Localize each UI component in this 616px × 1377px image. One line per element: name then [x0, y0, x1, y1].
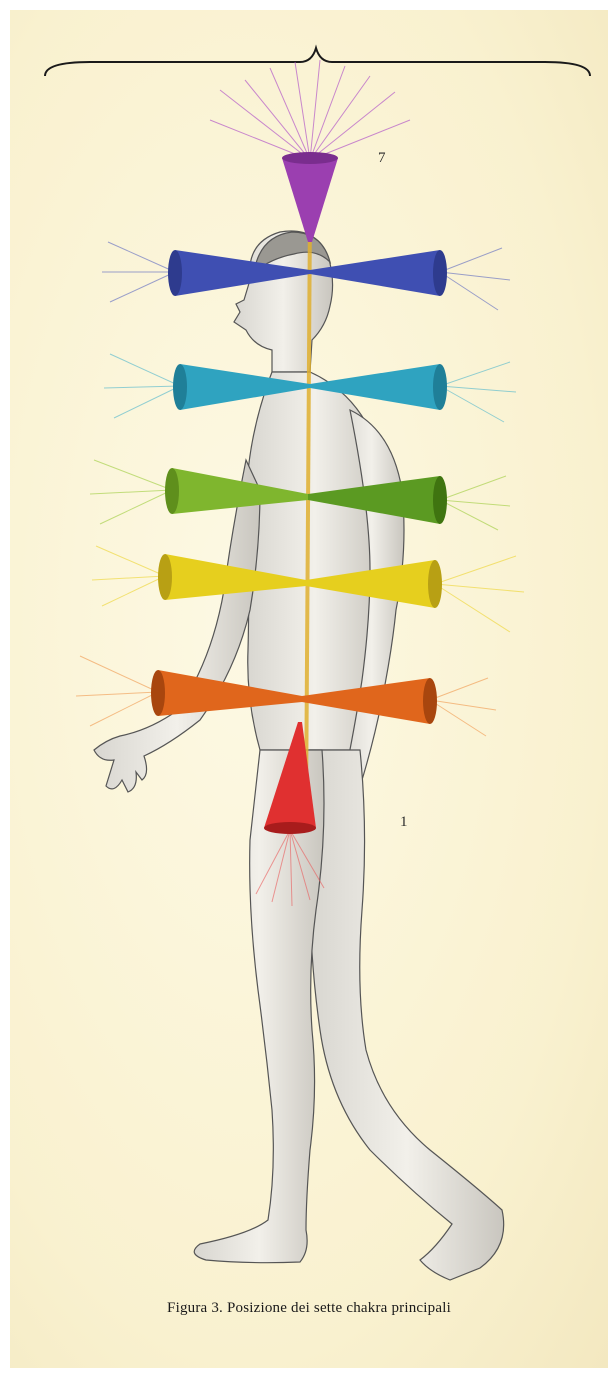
figure-page: 7 1 Figura 3. Posizione dei sette chakra… [10, 10, 608, 1368]
label-number-1: 1 [400, 814, 408, 830]
top-brace [45, 48, 590, 76]
chakra-diagram: 7 1 [10, 10, 608, 1368]
label-number-7: 7 [378, 150, 386, 166]
figure-caption: Figura 3. Posizione dei sette chakra pri… [10, 1300, 608, 1317]
